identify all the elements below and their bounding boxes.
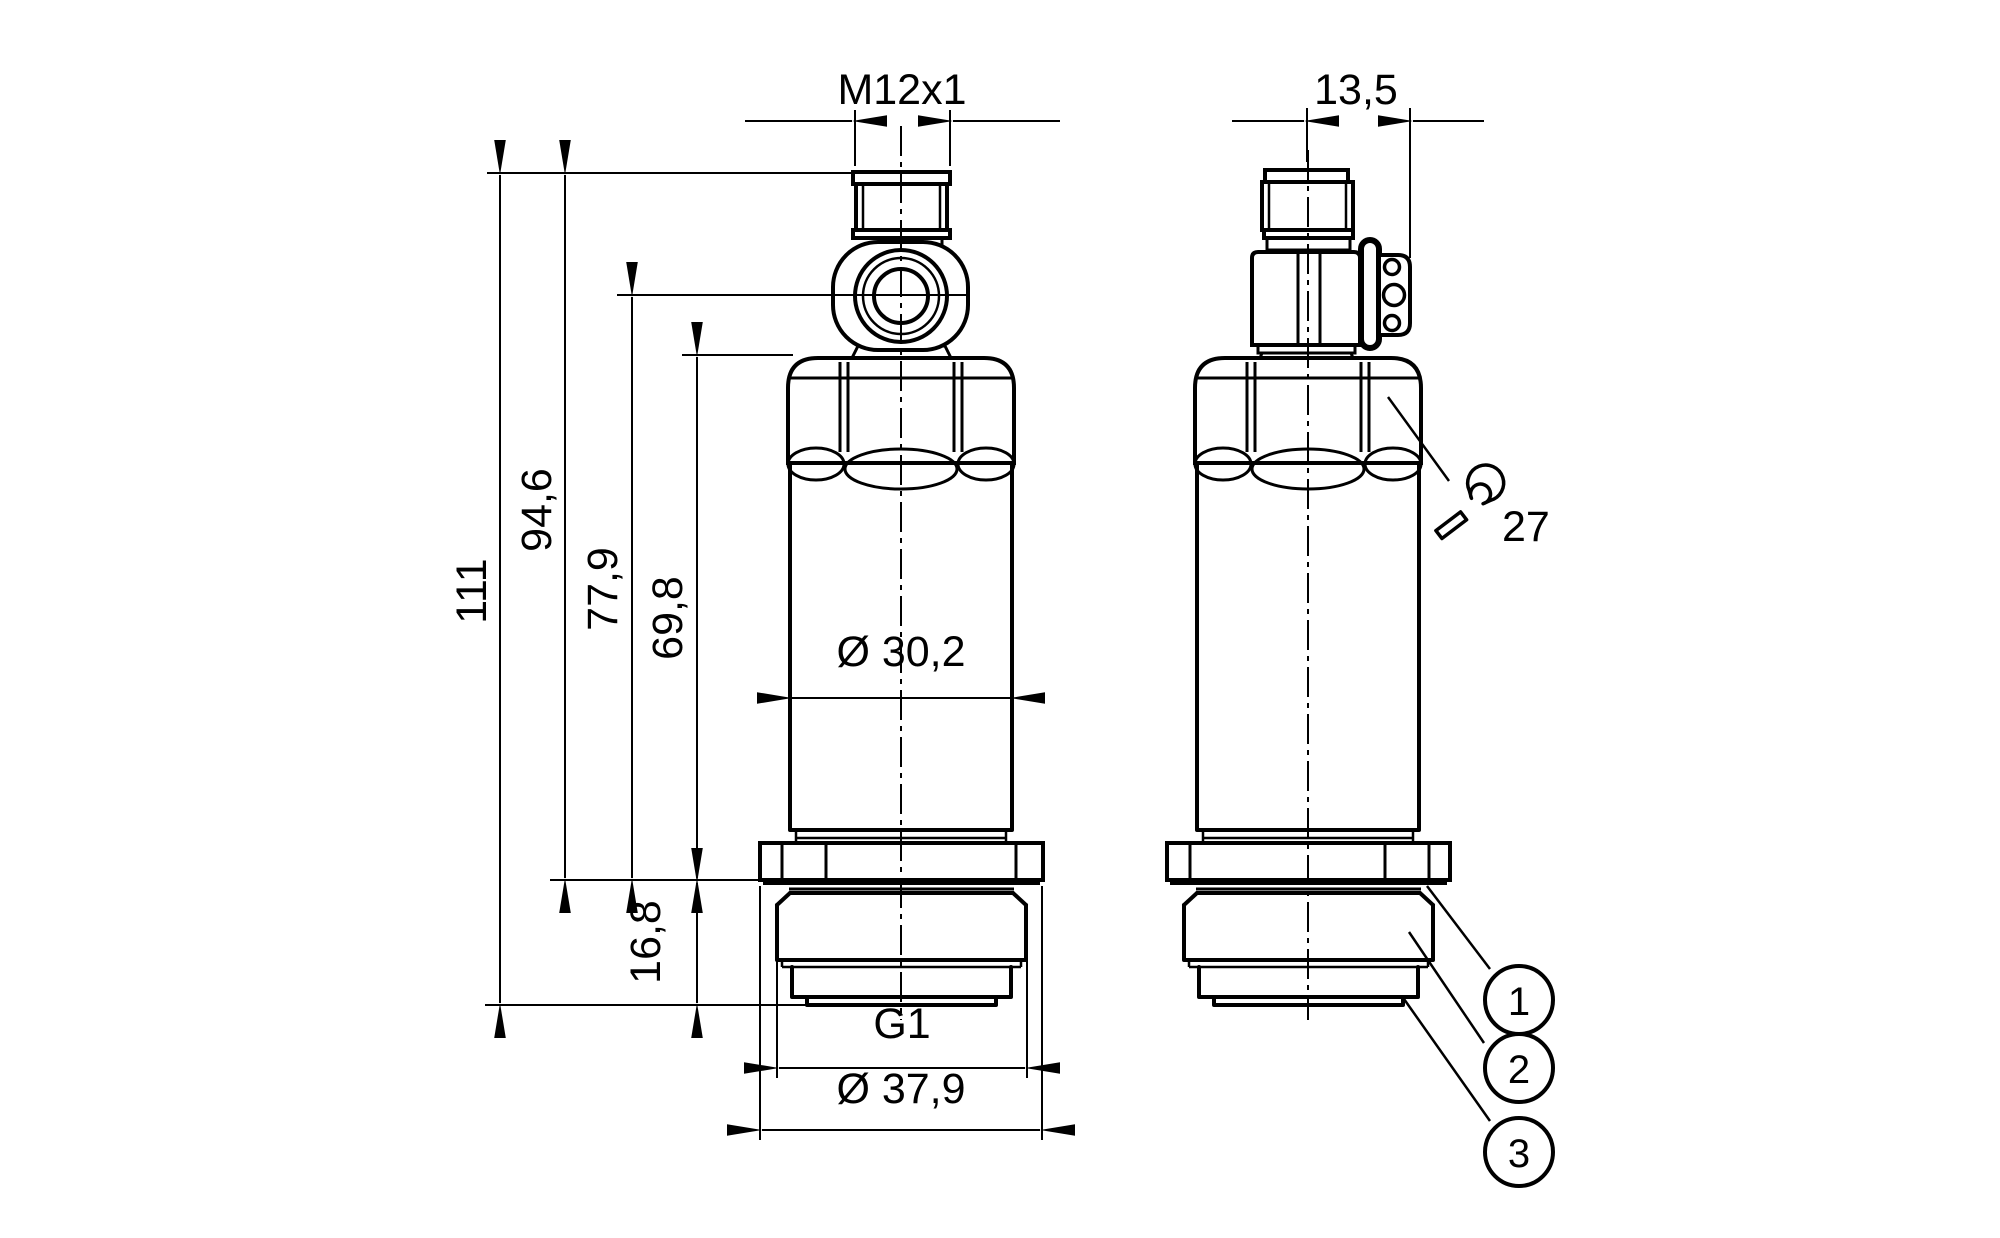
dimension-height-ring-center: 77,9 <box>579 262 638 913</box>
callout-1-leader <box>1426 885 1491 970</box>
dim-label-connector-offset: 13,5 <box>1314 66 1398 114</box>
dimension-height-hex-top: 69,8 <box>644 322 703 913</box>
dim-label-total-height: 111 <box>448 558 496 623</box>
callout-3-leader <box>1402 998 1492 1122</box>
dim-label-height-connector-top: 94,6 <box>513 468 561 552</box>
callout-2-leader <box>1407 931 1486 1044</box>
dimension-height-connector-top: 94,6 <box>513 140 571 913</box>
dimension-process-thread: G1 <box>744 1000 1060 1074</box>
callout-3: 3 <box>1402 998 1555 1188</box>
dimension-port-length: 16,8 <box>622 848 703 1038</box>
dim-label-port-length: 16,8 <box>622 900 670 984</box>
callout-1-label: 1 <box>1508 980 1530 1024</box>
body-front <box>788 461 1014 843</box>
callout-2-label: 2 <box>1508 1048 1530 1092</box>
dim-label-flange-diameter: Ø 37,9 <box>836 1065 965 1113</box>
extension-lines <box>485 108 1411 1140</box>
vent-plate <box>1358 237 1412 351</box>
callout-2: 2 <box>1407 931 1555 1104</box>
vent-hole-middle <box>1381 282 1407 308</box>
dimension-m12-thread: M12x1 <box>745 66 1060 127</box>
dim-label-height-ring-center: 77,9 <box>579 547 627 631</box>
dim-label-process-thread: G1 <box>873 1000 930 1048</box>
dim-label-height-hex-top: 69,8 <box>644 576 692 660</box>
dimension-total-height: 111 <box>448 140 506 1038</box>
dim-label-body-diameter: Ø 30,2 <box>836 628 965 676</box>
callout-3-label: 3 <box>1508 1132 1530 1176</box>
dimension-flange-diameter: Ø 37,9 <box>727 1065 1075 1136</box>
wrench-size-annotation: 27 <box>1386 396 1550 551</box>
dimension-annotations: M12x1 13,5 111 94,6 77,9 <box>448 66 1555 1188</box>
dimension-body-diameter: Ø 30,2 <box>757 628 1045 704</box>
dimension-connector-offset: 13,5 <box>1232 66 1484 127</box>
dim-label-wrench-size: 27 <box>1502 503 1550 551</box>
callout-1: 1 <box>1426 885 1555 1036</box>
dim-label-m12-thread: M12x1 <box>837 66 966 114</box>
callout-2-circle <box>1483 1032 1555 1104</box>
vent-hole-top <box>1382 257 1402 277</box>
wrench-leader-line <box>1386 396 1451 482</box>
wrench-icon <box>1434 463 1506 541</box>
callout-3-circle <box>1483 1116 1555 1188</box>
vent-hole-bottom <box>1382 313 1402 333</box>
m12-connector-side <box>1250 168 1362 368</box>
